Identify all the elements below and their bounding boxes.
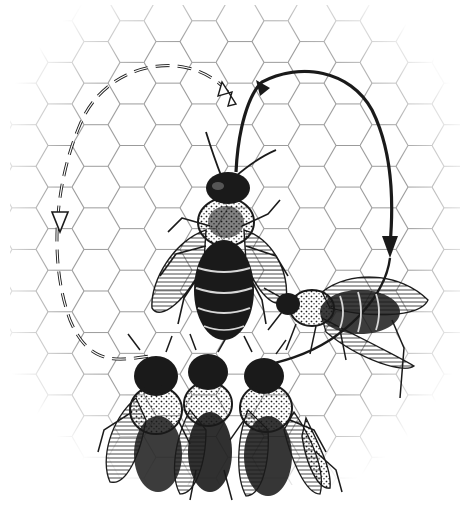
- waggle-dance-diagram: [0, 0, 465, 514]
- waggle-dance-figure: [0, 0, 465, 514]
